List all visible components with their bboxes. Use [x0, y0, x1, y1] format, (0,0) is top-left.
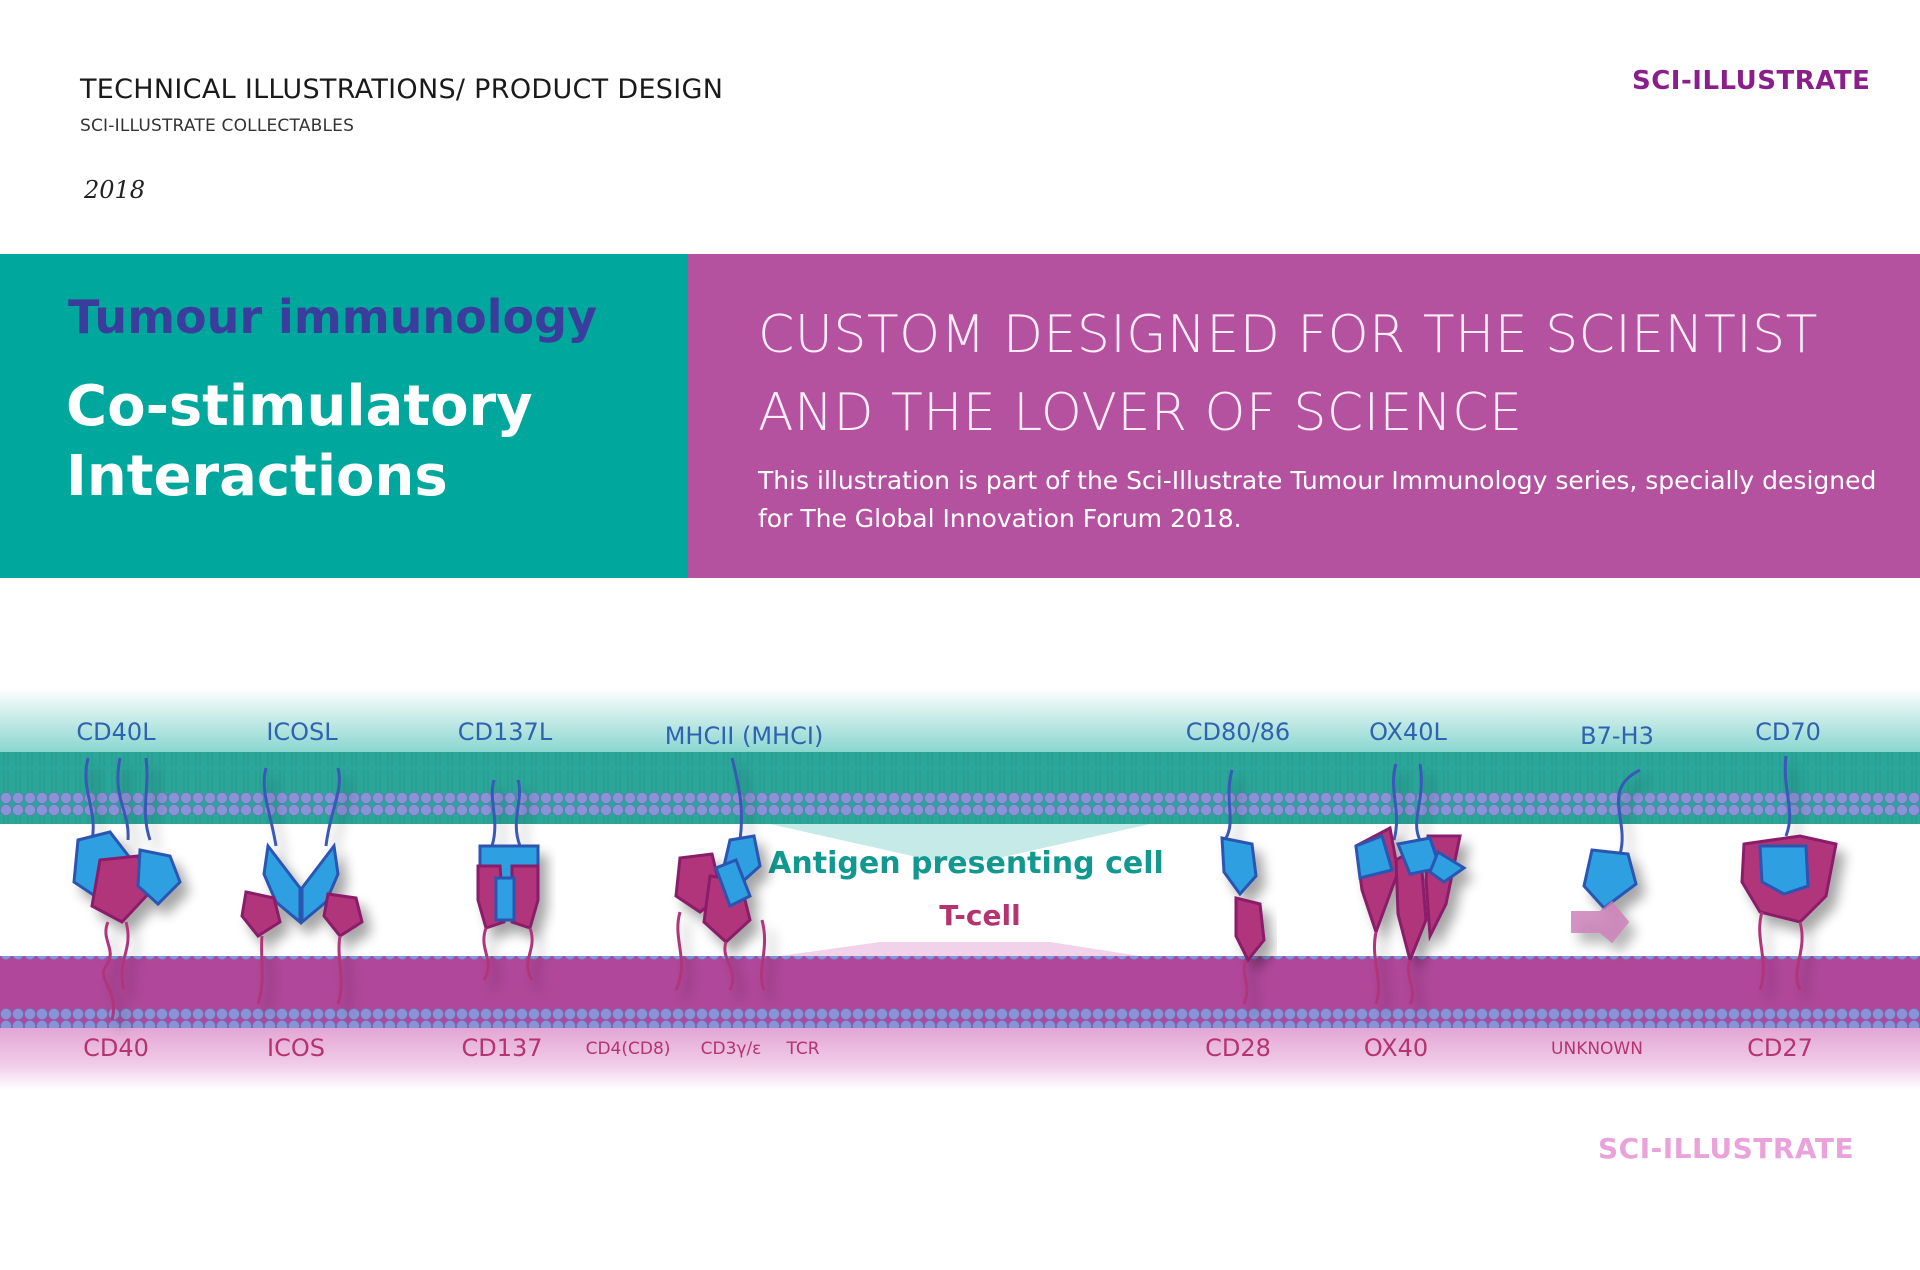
label-cd70: CD70: [1755, 718, 1821, 746]
banner-tagline: CUSTOM DESIGNED FOR THE SCIENTIST AND TH…: [758, 305, 1818, 443]
label-cd3: CD3γ/ε: [701, 1039, 762, 1059]
apc-cytoplasm: [0, 688, 1920, 758]
apc-membrane-lipids: [0, 752, 1920, 824]
banner-left-panel: [0, 254, 688, 578]
label-cd4-cd8: CD4(CD8): [586, 1039, 671, 1059]
tcell-membrane-lipids: [0, 956, 1920, 1028]
molecule-pair-ox40: [1354, 763, 1467, 1005]
label-ox40l: OX40L: [1369, 718, 1447, 746]
label-mhcii: MHCII (MHCI): [665, 722, 824, 750]
banner-right-panel: [688, 254, 1920, 578]
label-cd80-86: CD80/86: [1186, 718, 1290, 746]
immune-synapse-diagram: Antigen presenting cell T-cell CD40L ICO…: [0, 688, 1920, 1090]
label-tcr: TCR: [785, 1039, 819, 1059]
label-ox40: OX40: [1364, 1034, 1428, 1062]
tcell-label: T-cell: [939, 899, 1020, 932]
label-cd137: CD137: [461, 1034, 542, 1062]
label-cd27: CD27: [1747, 1034, 1813, 1062]
molecule-pair-cd27: [1740, 755, 1838, 991]
banner-topic: Tumour immunology: [68, 290, 598, 344]
label-b7-h3: B7-H3: [1580, 722, 1654, 750]
banner-title: Co-stimulatory Interactions: [66, 374, 533, 509]
label-cd40l: CD40L: [76, 718, 156, 746]
label-cd40: CD40: [83, 1034, 149, 1062]
label-cd28: CD28: [1205, 1034, 1271, 1062]
apc-funnel: [770, 824, 1150, 860]
label-icos: ICOS: [267, 1034, 325, 1062]
molecule-pair-b7-h3: [1571, 768, 1641, 944]
header-year: 2018: [84, 176, 146, 204]
header-subtitle: SCI-ILLUSTRATE COLLECTABLES: [80, 116, 355, 136]
brand-logo-bottom: SCI-ILLUSTRATE: [1598, 1132, 1855, 1165]
header-title: TECHNICAL ILLUSTRATIONS/ PRODUCT DESIGN: [80, 74, 724, 105]
molecule-pair-mhcii-tcr: [674, 757, 767, 991]
tcell-funnel: [780, 942, 1140, 956]
molecule-pair-cd40: [72, 757, 182, 1021]
label-icosl: ICOSL: [266, 718, 338, 746]
molecule-pair-icos: [240, 767, 364, 1005]
tcell-cytoplasm: [0, 1028, 1920, 1090]
molecule-pair-cd137: [476, 779, 540, 981]
brand-logo-top: SCI-ILLUSTRATE: [1632, 66, 1871, 96]
molecule-pair-cd28: [1220, 769, 1266, 1005]
label-cd137l: CD137L: [458, 718, 553, 746]
banner-description: This illustration is part of the Sci-Ill…: [758, 466, 1877, 533]
apc-label: Antigen presenting cell: [768, 846, 1164, 881]
label-unknown: UNKNOWN: [1551, 1039, 1643, 1059]
